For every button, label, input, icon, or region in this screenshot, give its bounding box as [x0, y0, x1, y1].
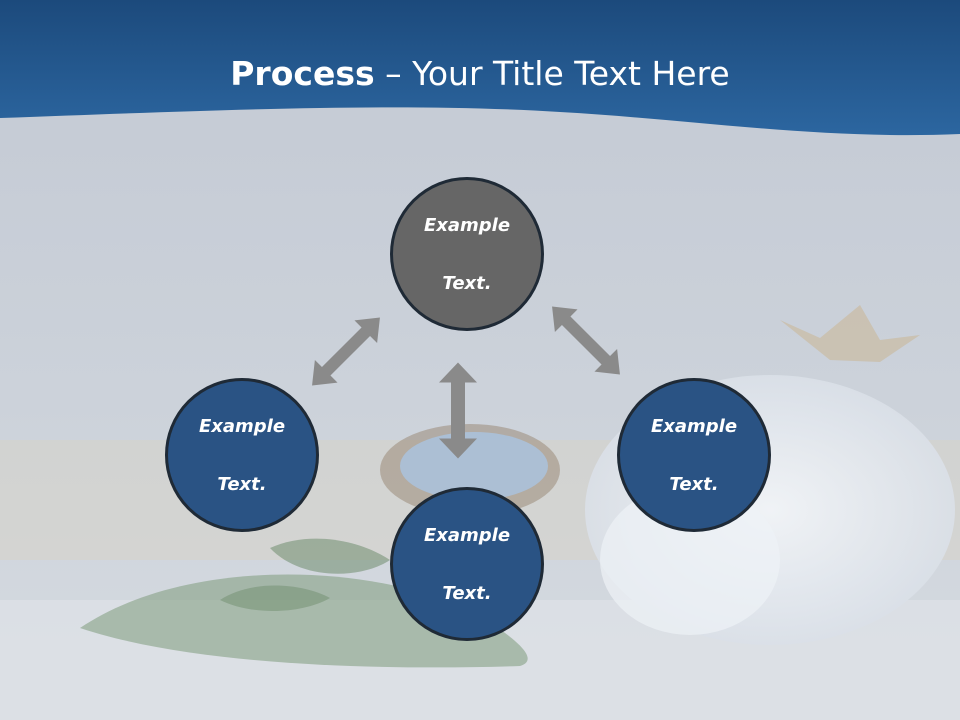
arrow-top-left [312, 317, 380, 386]
slide-title: Process – Your Title Text Here [0, 52, 960, 96]
node-left-line1: Example [198, 415, 286, 437]
node-top-line1: Example [423, 214, 511, 236]
node-right-line1: Example [650, 415, 738, 437]
node-bottom-line1: Example [423, 524, 511, 546]
node-bottom-line2: Text. [442, 582, 492, 604]
node-top-line2: Text. [442, 272, 492, 294]
title-bold: Process [230, 54, 375, 93]
title-rest: – Your Title Text Here [374, 54, 730, 93]
node-left-line2: Text. [217, 473, 267, 495]
arrow-vertical [439, 362, 477, 459]
arrow-top-right [552, 306, 620, 375]
node-right-line2: Text. [669, 473, 719, 495]
